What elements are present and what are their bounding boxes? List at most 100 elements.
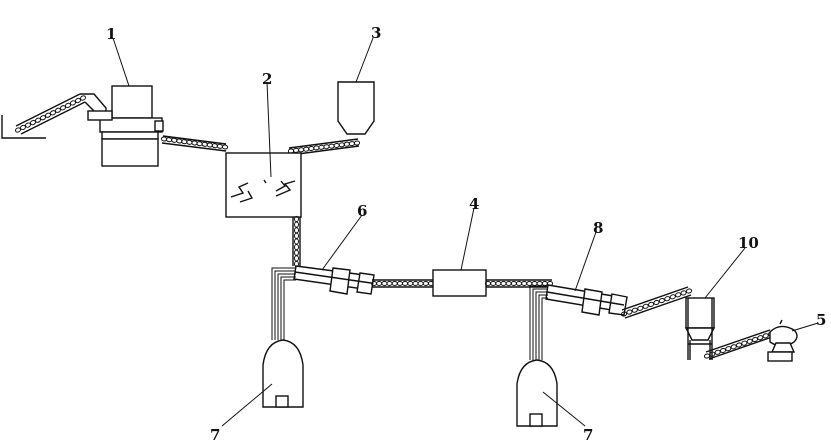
chain-link xyxy=(308,145,315,152)
chain-link xyxy=(685,288,693,294)
chain-link xyxy=(541,281,548,286)
chain-link xyxy=(186,139,193,145)
chain-link xyxy=(675,292,682,298)
conveyor-6-to-4 xyxy=(370,279,435,288)
chain-link xyxy=(719,347,727,354)
chain-link xyxy=(510,281,517,286)
pipe-6-to-7 xyxy=(271,267,296,340)
chain-link xyxy=(348,141,355,147)
conveyor-chain-links xyxy=(620,288,693,317)
chain-link xyxy=(412,281,419,286)
chain-link xyxy=(294,244,299,251)
chain-link xyxy=(417,281,424,286)
chain-link xyxy=(294,249,299,256)
chain-link xyxy=(80,95,86,101)
chain-link xyxy=(294,238,299,245)
chain-link xyxy=(294,227,299,234)
chain-link xyxy=(631,307,638,313)
conveyor-chain-links xyxy=(484,281,554,286)
chain-link xyxy=(333,142,340,149)
chain-link xyxy=(422,281,429,286)
machine-1 xyxy=(80,85,164,167)
chain-link xyxy=(353,140,361,146)
bin-10 xyxy=(684,297,716,360)
chain-link xyxy=(391,281,398,286)
label-5: 5 xyxy=(816,311,826,329)
conveyor-chain-links xyxy=(370,281,435,286)
chain-link xyxy=(709,351,716,357)
label-1: 1 xyxy=(106,25,116,43)
dryer-6 xyxy=(293,265,375,295)
chain-link xyxy=(531,281,538,286)
chain-link xyxy=(642,303,649,309)
chain-link xyxy=(515,281,523,286)
chain-link xyxy=(293,147,300,153)
chain-link xyxy=(725,346,732,352)
chain-link xyxy=(216,143,223,149)
chain-link xyxy=(536,281,543,286)
chain-link xyxy=(396,281,403,286)
chain-link xyxy=(735,342,743,348)
pipe-8-to-7 xyxy=(529,285,548,360)
conveyor-chain-links xyxy=(703,331,775,359)
chain-link xyxy=(500,281,507,286)
chain-link xyxy=(160,136,168,142)
chain-link xyxy=(714,349,721,355)
chain-link xyxy=(620,311,628,317)
chain-link xyxy=(294,221,299,228)
feed-tray xyxy=(1,115,46,139)
conveyor-2-down xyxy=(292,215,301,268)
chain-link xyxy=(376,281,383,286)
conveyor-chain-links xyxy=(15,95,86,133)
label-7-left: 7 xyxy=(210,426,220,444)
chain-link xyxy=(171,137,178,143)
chain-link xyxy=(637,305,644,311)
label-2: 2 xyxy=(262,70,272,88)
chain-link xyxy=(680,290,687,296)
conveyor-chain-links xyxy=(294,215,299,268)
chain-link xyxy=(626,309,633,315)
chain-link xyxy=(751,336,759,343)
hopper-3 xyxy=(337,81,375,135)
chain-link xyxy=(521,281,528,286)
chain-link xyxy=(407,281,414,286)
conveyor-chain-links xyxy=(160,136,229,150)
chain-link xyxy=(313,145,320,151)
chain-link xyxy=(741,340,748,346)
chain-link xyxy=(495,281,502,286)
chain-link xyxy=(221,144,229,150)
chain-link xyxy=(386,281,393,286)
label-7-right: 7 xyxy=(583,426,593,444)
silo-7-left xyxy=(262,339,304,408)
chain-link xyxy=(294,255,299,262)
label-8: 8 xyxy=(593,219,603,237)
conveyor-1-to-2 xyxy=(160,135,229,152)
chain-link xyxy=(381,281,388,286)
chain-link xyxy=(703,353,711,359)
mixer-2 xyxy=(225,152,302,218)
packer-5 xyxy=(767,319,798,362)
chain-link xyxy=(757,335,764,341)
chain-link xyxy=(658,298,665,304)
conveyor-10-to-5 xyxy=(703,329,775,360)
label-4: 4 xyxy=(469,195,479,213)
chain-link xyxy=(653,299,660,306)
chain-link xyxy=(294,232,299,239)
unit-4 xyxy=(432,269,487,297)
chain-link xyxy=(328,143,335,149)
chain-link xyxy=(201,141,208,147)
chain-link xyxy=(664,296,671,302)
chain-link xyxy=(490,281,497,286)
chain-link xyxy=(746,338,753,344)
label-10: 10 xyxy=(738,234,759,252)
label-6: 6 xyxy=(357,202,367,220)
silo-7-right xyxy=(516,359,558,427)
chain-link xyxy=(191,140,198,146)
chain-link xyxy=(505,281,512,286)
chain-link xyxy=(648,301,655,307)
chain-link xyxy=(526,281,533,286)
leader-lines xyxy=(112,37,819,427)
dryer-8 xyxy=(545,284,628,316)
chain-link xyxy=(402,281,409,286)
